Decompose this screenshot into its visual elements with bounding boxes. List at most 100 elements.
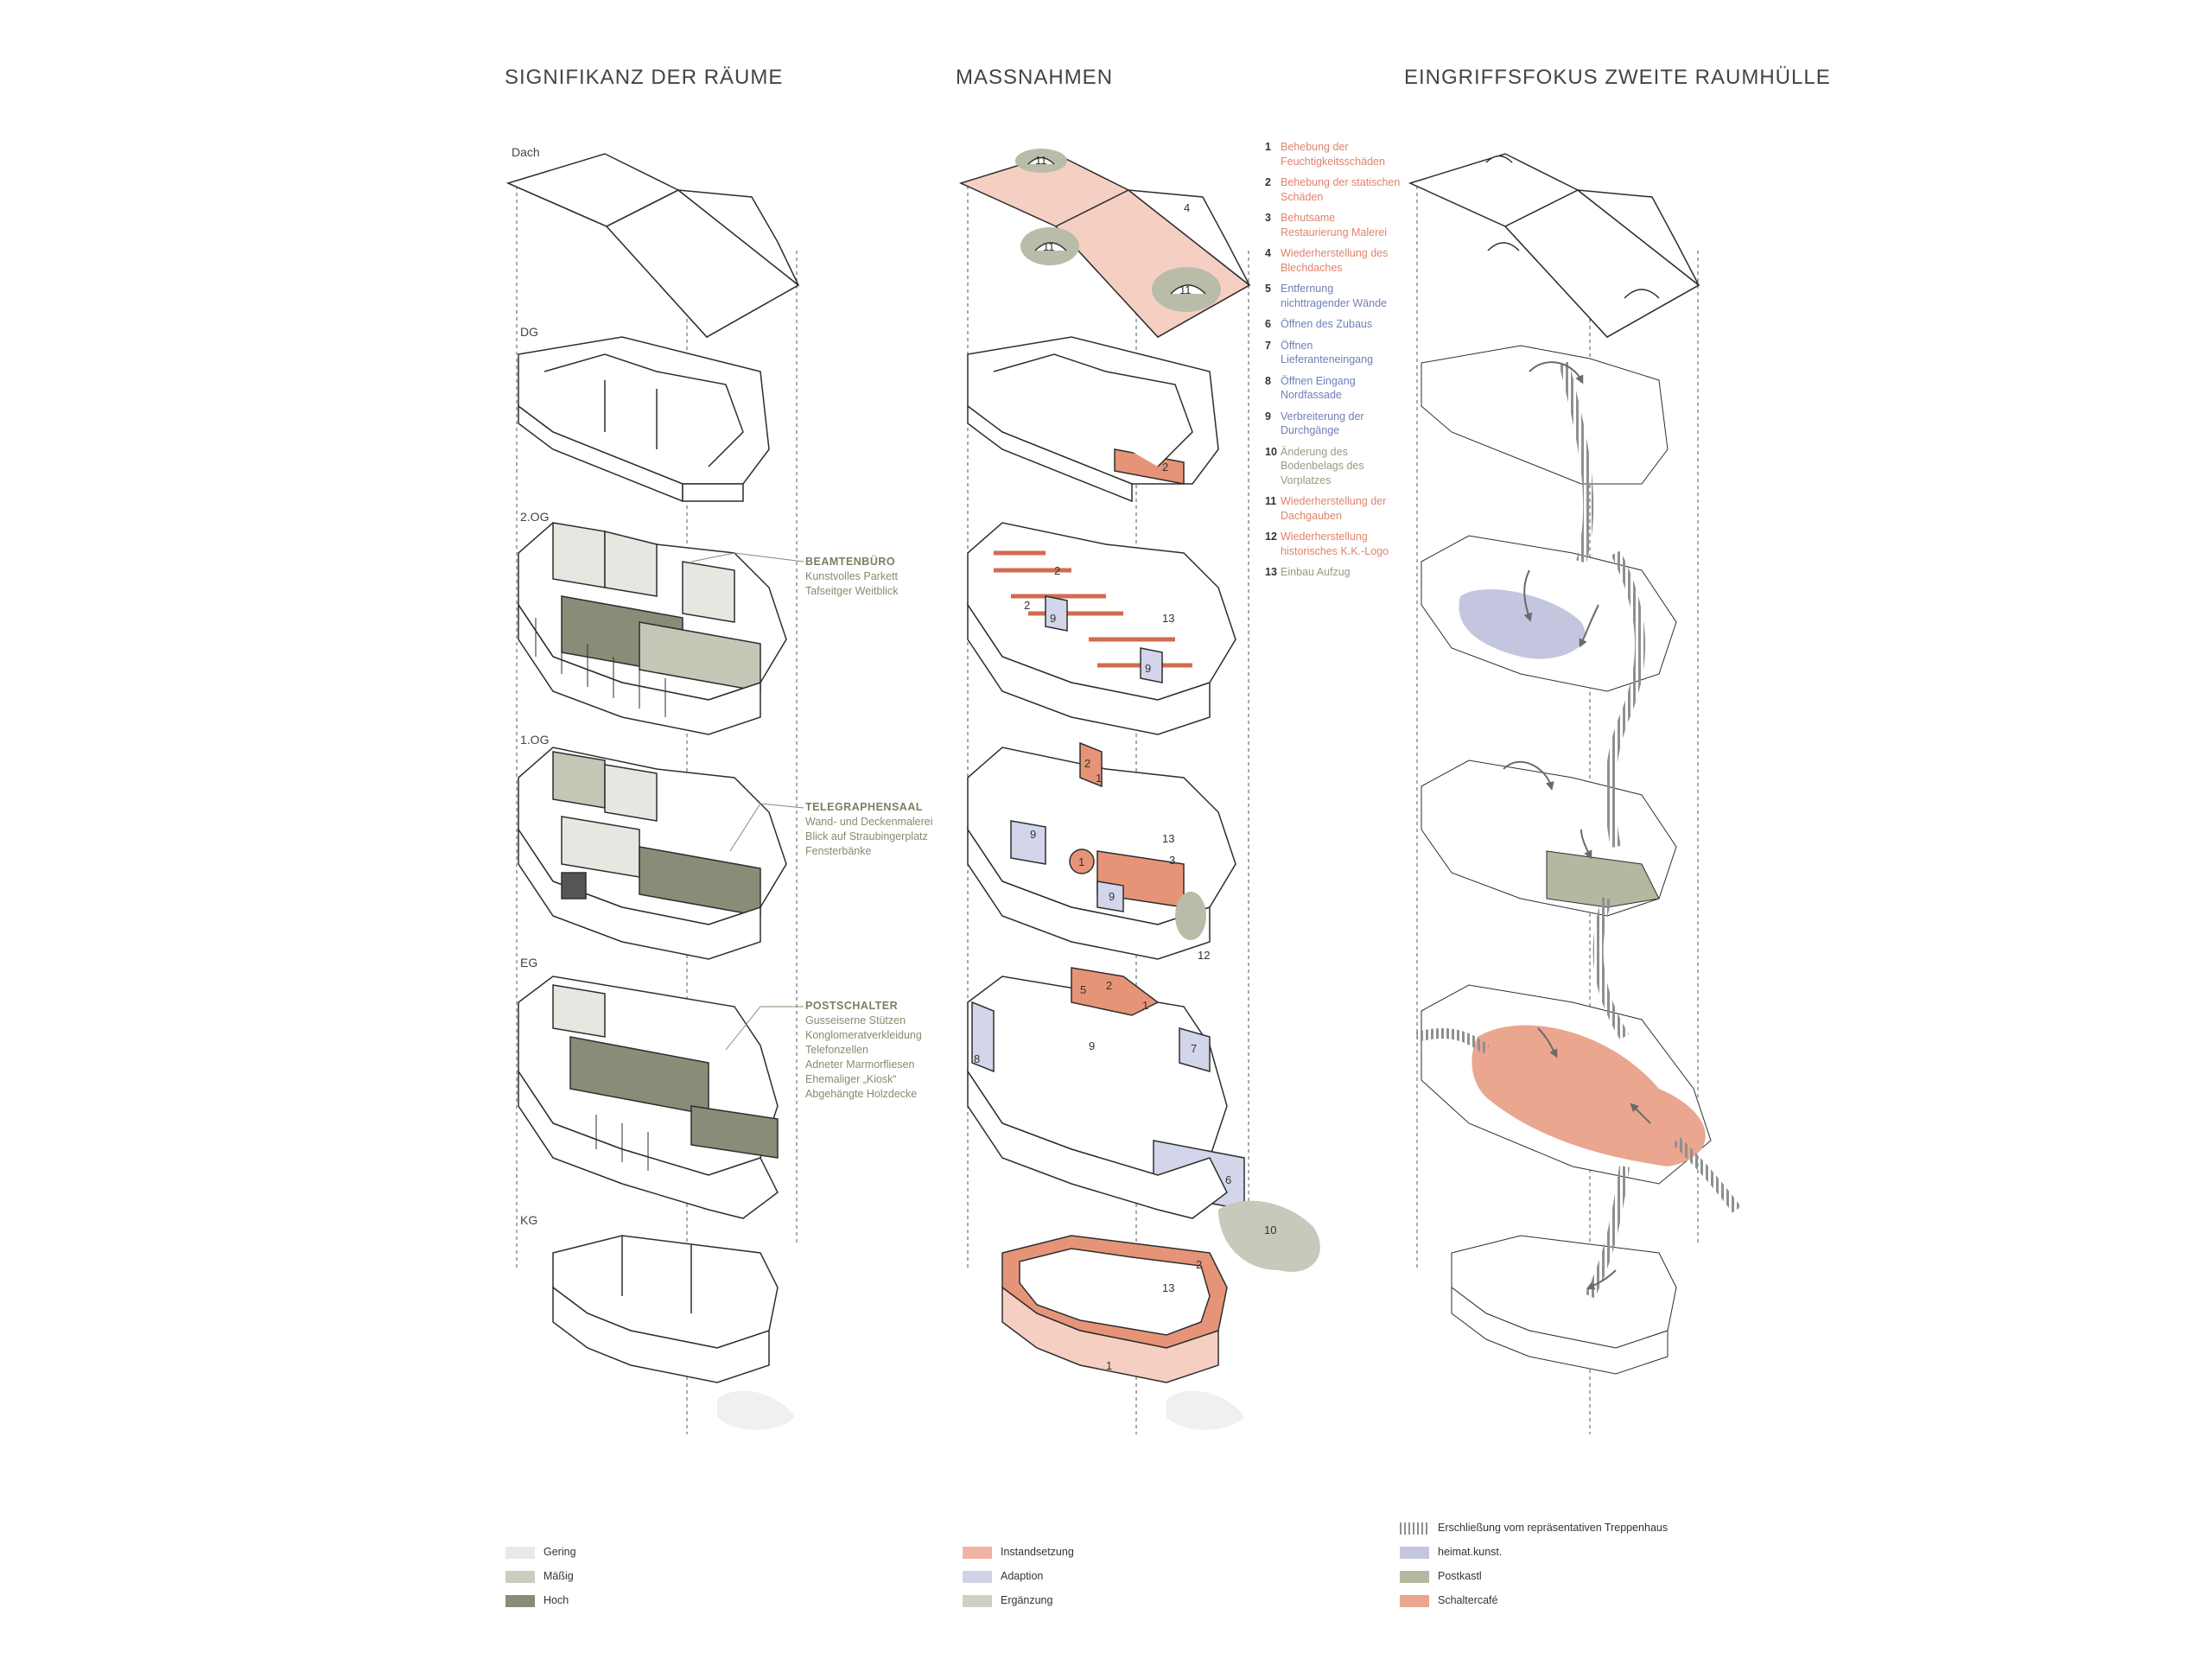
annotation-line: Tafseitger Weitblick [805,585,899,597]
num-label: 1 [1096,772,1102,785]
num-label: 9 [1030,828,1036,841]
legend-label: Erschließung vom repräsentativen Treppen… [1438,1522,1669,1534]
floor-2og-right [1421,535,1677,692]
num-label: 6 [1225,1173,1231,1186]
num-label: 11 [1179,283,1192,296]
num-label: 2 [1024,599,1030,612]
floor-eg-middle [967,967,1320,1272]
annotation-head: POSTSCHALTER [805,1000,899,1012]
title-significance: SIGNIFIKANZ DER RÄUME [505,66,784,89]
num-label: 3 [1169,854,1175,867]
roof-middle [958,149,1251,338]
annotation-beamtenbuero: BEAMTENBÜRO Kunstvolles Parkett Tafseitg… [805,555,898,599]
floor-label-dach: Dach [512,145,540,159]
num-label: 1 [1106,1359,1112,1372]
roof-left [505,153,800,338]
legend-label: Schaltercafé [1438,1594,1498,1606]
floor-dg-right [1421,345,1669,485]
annotation-line: Ehemaliger „Kiosk“ [805,1073,897,1085]
floor-kg-right [1451,1235,1677,1375]
floor-2og-middle [967,522,1236,735]
floor-eg-right [1421,984,1712,1185]
legend-label: Postkastl [1438,1570,1482,1582]
floor-dg-left [518,336,770,503]
floor-2og-left [518,522,787,735]
legend-swatch [963,1547,992,1559]
annotation-telegraphensaal: TELEGRAPHENSAAL Wand- und Deckenmalerei … [805,800,933,859]
annotation-head: TELEGRAPHENSAAL [805,801,923,813]
legend-swatch [1400,1571,1429,1583]
legend-label: Instandsetzung [1001,1546,1074,1558]
legend-swatch [505,1547,535,1559]
focus-column [1408,153,1741,1434]
num-label: 10 [1264,1224,1276,1236]
annotation-head: BEAMTENBÜRO [805,556,896,568]
floor-label-kg: KG [520,1213,538,1227]
legend-swatch [505,1595,535,1607]
num-label: 1 [1078,855,1084,868]
num-label: 5 [1080,983,1086,996]
num-label: 2 [1054,564,1060,577]
legend-label: Adaption [1001,1570,1044,1582]
legend-swatch [963,1595,992,1607]
floor-1og-right [1421,760,1677,917]
legend-swatch [1400,1522,1429,1535]
roof-right [1408,153,1700,338]
legend-swatch [1400,1547,1429,1559]
annotation-line: Kunstvolles Parkett [805,570,898,582]
floor-label-2og: 2.OG [520,510,550,524]
measure-number-labels: 11 11 11 4 2 2 2 9 13 9 2 1 9 1 3 9 13 1… [974,154,1276,1372]
num-label: 13 [1162,1281,1174,1294]
legend-label: Gering [543,1546,576,1558]
legend-label: Mäßig [543,1570,574,1582]
floor-1og-left [518,747,787,960]
significance-column [505,153,804,1434]
annotation-line: Gusseiserne Stützen [805,1014,906,1027]
annotation-line: Adneter Marmorfliesen [805,1058,915,1071]
num-label: 9 [1089,1039,1095,1052]
legend-swatch [505,1571,535,1583]
measures-column [958,149,1320,1434]
legend-label: heimat.kunst. [1438,1546,1503,1558]
num-label: 4 [1184,201,1190,214]
num-label: 13 [1162,832,1174,845]
annotation-postschalter: POSTSCHALTER Gusseiserne Stützen Konglom… [805,999,922,1102]
annotation-line: Wand- und Deckenmalerei [805,816,933,828]
annotation-line: Fensterbänke [805,845,872,857]
num-label: 12 [1198,949,1210,962]
annotation-line: Blick auf Straubingerplatz [805,830,928,842]
floor-label-eg: EG [520,956,538,969]
legend-label: Hoch [543,1594,569,1606]
num-label: 2 [1106,979,1112,992]
num-label: 9 [1109,890,1115,903]
annotation-line: Telefonzellen [805,1044,868,1056]
num-label: 2 [1162,461,1168,474]
legend-label: Ergänzung [1001,1594,1053,1606]
floor-1og-middle [967,741,1236,960]
num-label: 11 [1035,154,1047,167]
legend-swatch [1400,1595,1429,1607]
floor-eg-left [518,976,779,1219]
title-focus: EINGRIFFSFOKUS ZWEITE RAUMHÜLLE [1404,66,1831,89]
floor-kg-left [552,1235,779,1383]
num-label: 8 [974,1052,980,1065]
num-label: 11 [1043,240,1055,253]
floor-dg-middle [967,336,1219,503]
annotation-line: Konglomeratverkleidung [805,1029,922,1041]
floor-label-dg: DG [520,325,538,339]
num-label: 2 [1196,1258,1202,1271]
